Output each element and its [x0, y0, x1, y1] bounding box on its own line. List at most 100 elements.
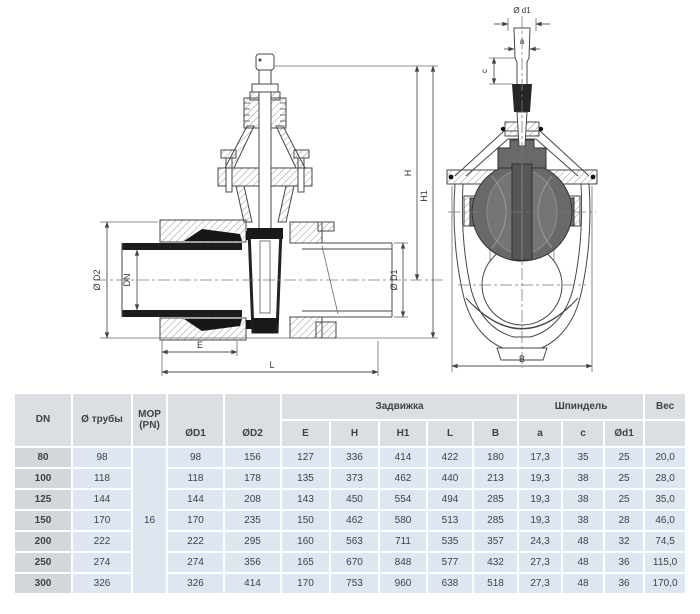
value-cell: 170: [73, 511, 131, 530]
sub-header-d1-small: Ød1: [605, 421, 644, 446]
value-cell: 235: [225, 511, 280, 530]
value-cell: 27,3: [519, 553, 562, 572]
value-cell: 156: [225, 448, 280, 467]
value-cell: 178: [225, 469, 280, 488]
value-cell: 462: [380, 469, 426, 488]
value-cell: 144: [73, 490, 131, 509]
col-header-d1: ØD1: [168, 394, 223, 446]
dn-cell: 200: [15, 532, 71, 551]
value-cell: 38: [563, 469, 604, 488]
dim-label-c: c: [480, 69, 489, 73]
value-cell: 577: [428, 553, 472, 572]
value-cell: 24,3: [519, 532, 562, 551]
value-cell: 414: [225, 574, 280, 593]
dn-cell: 300: [15, 574, 71, 593]
value-cell: 326: [73, 574, 131, 593]
value-cell: 35,0: [645, 490, 686, 509]
value-cell: 32: [605, 532, 644, 551]
value-cell: 144: [168, 490, 223, 509]
value-cell: 98: [73, 448, 131, 467]
value-cell: 165: [282, 553, 329, 572]
dim-label-b: B: [519, 354, 525, 364]
dim-label-e: E: [197, 340, 203, 350]
value-cell: 48: [563, 574, 604, 593]
spindle: [258, 55, 272, 231]
value-cell: 960: [380, 574, 426, 593]
value-cell: 440: [428, 469, 472, 488]
value-cell: 28: [605, 511, 644, 530]
value-cell: 326: [168, 574, 223, 593]
value-cell: 208: [225, 490, 280, 509]
col-header-mop: MOP (PN): [133, 394, 166, 446]
value-cell: 48: [563, 532, 604, 551]
value-cell: 373: [331, 469, 378, 488]
value-cell: 494: [428, 490, 472, 509]
value-cell: 160: [282, 532, 329, 551]
value-cell: 36: [605, 574, 644, 593]
value-cell: 118: [73, 469, 131, 488]
gate-wedge: [247, 228, 283, 334]
value-cell: 74,5: [645, 532, 686, 551]
sub-header-a: a: [519, 421, 562, 446]
sub-header-b: B: [474, 421, 518, 446]
value-cell: 274: [168, 553, 223, 572]
dn-cell: 150: [15, 511, 71, 530]
value-cell: 38: [563, 511, 604, 530]
value-cell: 25: [605, 490, 644, 509]
value-cell: 638: [428, 574, 472, 593]
value-cell: 213: [474, 469, 518, 488]
valve-technical-drawing: Ø D2 DN H H1 Ø D1 E L: [92, 6, 598, 376]
value-cell: 563: [331, 532, 378, 551]
value-cell: 28,0: [645, 469, 686, 488]
value-cell: 462: [331, 511, 378, 530]
value-cell: 580: [380, 511, 426, 530]
spec-table: DN Ø трубы MOP (PN) ØD1 ØD2 Задвижка Шпи…: [13, 392, 687, 595]
value-cell: 150: [282, 511, 329, 530]
value-cell: 115,0: [645, 553, 686, 572]
clamp-wedge-bottom: [184, 319, 242, 331]
dim-label-d1-side: Ø d1: [513, 6, 531, 15]
value-cell: 19,3: [519, 469, 562, 488]
col-header-pipe-diameter: Ø трубы: [73, 394, 131, 446]
sub-header-l: L: [428, 421, 472, 446]
value-cell: 170: [282, 574, 329, 593]
sub-header-weight-empty: [645, 421, 686, 446]
value-cell: 222: [168, 532, 223, 551]
value-cell: 670: [331, 553, 378, 572]
sub-header-h: H: [331, 421, 378, 446]
pipe-left-wall-top: [122, 243, 242, 250]
col-header-dn: DN: [15, 394, 71, 446]
side-view: Ø d1 a c B: [446, 6, 598, 372]
sub-header-e: E: [282, 421, 329, 446]
value-cell: 450: [331, 490, 378, 509]
value-cell: 295: [225, 532, 280, 551]
value-cell: 25: [605, 448, 644, 467]
value-cell: 38: [563, 490, 604, 509]
group-header-spindle: Шпиндель: [519, 394, 644, 419]
value-cell: 274: [73, 553, 131, 572]
dn-cell: 80: [15, 448, 71, 467]
value-cell: 135: [282, 469, 329, 488]
clamp-wedge-top: [184, 229, 242, 241]
spec-table-header: DN Ø трубы MOP (PN) ØD1 ØD2 Задвижка Шпи…: [15, 394, 686, 446]
value-cell: 170: [168, 511, 223, 530]
value-cell: 513: [428, 511, 472, 530]
value-cell: 35: [563, 448, 604, 467]
dn-cell: 250: [15, 553, 71, 572]
pipe-left-wall-bottom: [122, 310, 242, 317]
value-cell: 36: [605, 553, 644, 572]
value-cell: 518: [474, 574, 518, 593]
spindle-cap-side: [512, 84, 532, 112]
value-cell: 118: [168, 469, 223, 488]
dim-label-h1: H1: [419, 190, 429, 202]
dn-cell: 100: [15, 469, 71, 488]
value-cell: 336: [331, 448, 378, 467]
value-cell: 432: [474, 553, 518, 572]
value-cell: 170,0: [645, 574, 686, 593]
value-cell: 98: [168, 448, 223, 467]
